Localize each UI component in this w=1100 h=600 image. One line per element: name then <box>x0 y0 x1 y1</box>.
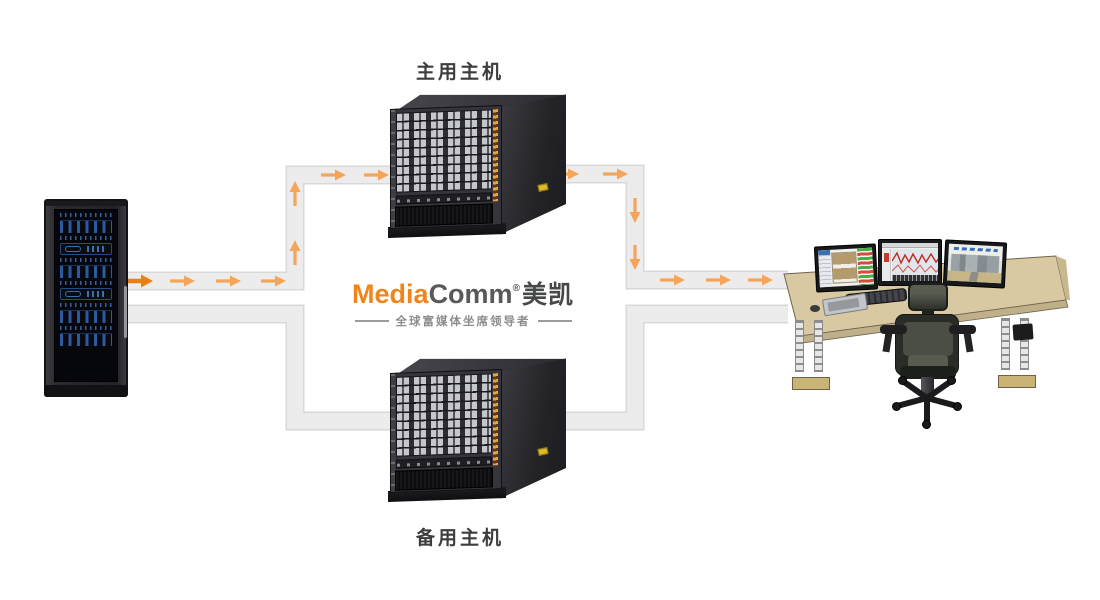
screen-side-panel <box>882 249 891 281</box>
screen-waveform-app <box>882 243 938 281</box>
rack-equipment-panel <box>54 209 118 382</box>
leg-column <box>1020 318 1029 370</box>
chassis-side-panel <box>500 94 566 235</box>
logo-tagline-row: 全球富媒体坐席领导者 <box>348 313 578 329</box>
led-indicators <box>60 326 112 330</box>
mouse <box>810 305 820 312</box>
leg-base <box>792 377 830 390</box>
display-module <box>60 243 112 255</box>
monitor-left <box>813 243 879 293</box>
io-card-slots <box>396 109 492 193</box>
patch-modules <box>60 310 112 323</box>
underdesk-equipment-box <box>1012 323 1034 341</box>
leg-column <box>795 320 804 372</box>
desk-leg-left <box>792 320 830 390</box>
registered-mark: ® <box>512 283 520 294</box>
rack-top-cap <box>46 201 126 206</box>
tagline-rule-left <box>354 320 389 322</box>
screen-chart-area <box>891 249 938 281</box>
io-card-slots <box>396 373 492 457</box>
vent-grille <box>395 203 493 227</box>
patch-modules <box>60 333 112 346</box>
desk-leg-right <box>998 318 1036 388</box>
chassis-side-sticker <box>537 446 549 456</box>
led-indicators <box>60 303 112 307</box>
led-strip <box>493 373 498 466</box>
screen-dashboard <box>818 247 874 288</box>
label-backup-host: 备用主机 <box>415 528 504 549</box>
leg-base <box>998 375 1036 388</box>
server-rack <box>44 199 128 397</box>
led-indicators <box>60 236 112 240</box>
waveform-graphic <box>891 251 938 273</box>
rack-door-handle <box>124 286 127 339</box>
monitor-right <box>942 239 1008 289</box>
logo-tagline: 全球富媒体坐席领导者 <box>395 316 531 328</box>
leg-column <box>814 320 823 372</box>
monitor-center <box>878 239 942 286</box>
leg-column <box>1001 318 1010 370</box>
chassis-front-panel <box>390 369 502 493</box>
operator-console <box>778 232 1090 437</box>
logo-comm-text: Comm <box>428 279 513 309</box>
chassis-front-panel <box>390 105 502 229</box>
logo-media-text: Media <box>352 279 429 309</box>
flow-path-rack-to-primary <box>118 165 400 291</box>
flow-path-primary-to-console <box>540 164 788 290</box>
flow-path-backup-to-console <box>540 304 788 431</box>
led-indicators <box>60 213 112 217</box>
screen-caption-text <box>953 246 998 253</box>
led-indicators <box>60 258 112 262</box>
screen-schematic <box>831 251 858 284</box>
screen-list-panel <box>818 249 832 288</box>
primary-host-chassis <box>388 93 566 243</box>
road-graphic <box>947 270 1002 284</box>
logo-chinese-text: 美凯 <box>521 281 574 309</box>
alert-marker <box>884 253 889 262</box>
led-indicators <box>60 281 112 285</box>
tagline-rule-right <box>537 320 572 322</box>
screen-toolbar <box>882 243 938 248</box>
patch-modules <box>60 265 112 278</box>
led-strip <box>493 109 498 202</box>
label-primary-host: 主用主机 <box>415 62 504 83</box>
rack-plinth <box>44 385 128 397</box>
backup-host-chassis <box>388 357 566 507</box>
chassis-side-sticker <box>537 182 549 192</box>
tablet-screen <box>827 297 860 312</box>
flow-path-rack-to-backup <box>118 304 400 431</box>
screen-status-bars <box>856 247 874 286</box>
vent-grille <box>395 467 493 491</box>
screen-cctv-view <box>947 243 1003 284</box>
chassis-side-panel <box>500 358 566 499</box>
timeline-ruler <box>892 275 938 281</box>
display-module <box>60 288 112 300</box>
patch-modules <box>60 220 112 233</box>
